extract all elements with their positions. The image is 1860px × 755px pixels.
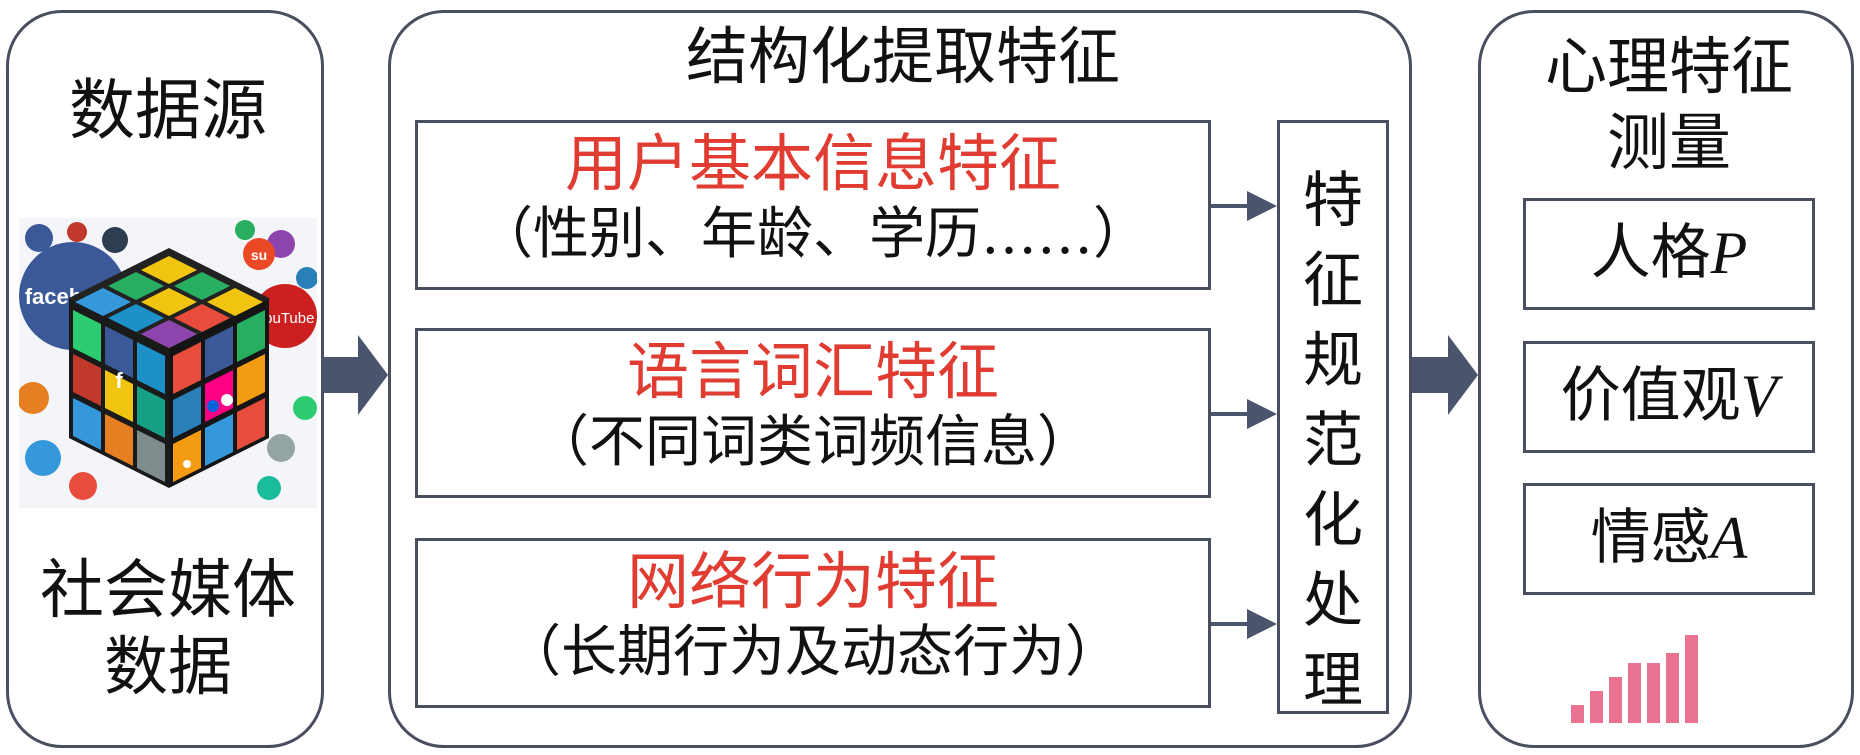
social-media-data-label-line2: 数据	[104, 630, 232, 705]
social-media-data-label-line1: 社会媒体	[40, 554, 296, 628]
arrow-right-icon	[1211, 191, 1277, 221]
feature-desc: （性别、年龄、学历……）	[477, 202, 1149, 268]
social-media-cube-image: facebook YouTube su	[19, 218, 317, 508]
arrow-right-icon	[1211, 399, 1277, 429]
flow-arrow-icon	[1412, 335, 1478, 415]
feature-normalization-label: 特 征 规 范 化 处 理	[1280, 161, 1386, 721]
normalize-char: 处	[1303, 566, 1363, 636]
flickr-logo-icon	[207, 394, 233, 412]
feature-box-behavior: 网络行为特征 （长期行为及动态行为）	[415, 538, 1211, 708]
psych-measurement-panel: 心理特征 测量 人格P 价值观V 情感A	[1478, 10, 1854, 748]
data-source-panel: 数据源 facebook YouTube	[6, 10, 324, 748]
measure-label: 价值观	[1560, 361, 1741, 431]
normalize-char: 规	[1303, 326, 1363, 396]
measure-label: 人格	[1590, 218, 1711, 288]
social-media-collage: facebook YouTube su	[19, 218, 317, 508]
feature-extraction-title: 结构化提取特征	[685, 20, 1120, 93]
svg-text:YouTube: YouTube	[256, 310, 315, 327]
signal-strength-bars-icon	[1571, 635, 1698, 723]
feature-name: 语言词汇特征	[626, 335, 999, 408]
stumbleupon-logo-icon: su	[243, 238, 275, 270]
feature-name: 网络行为特征	[626, 545, 999, 618]
normalize-char: 化	[1303, 486, 1363, 556]
feature-desc: （不同词类词频信息）	[533, 410, 1093, 476]
facebook-f-icon: f	[115, 368, 123, 393]
feature-desc: （长期行为及动态行为）	[505, 620, 1121, 686]
measure-variable: P	[1710, 220, 1748, 286]
feature-name: 用户基本信息特征	[564, 127, 1061, 200]
measure-variable: V	[1740, 363, 1778, 429]
psych-title-line2: 测量	[1606, 105, 1731, 179]
measure-emotion: 情感A	[1523, 483, 1815, 595]
svg-text:su: su	[251, 247, 267, 263]
psych-measurement-title: 心理特征 测量	[1481, 29, 1857, 180]
feature-extraction-panel: 结构化提取特征 用户基本信息特征 （性别、年龄、学历……） 语言词汇特征 （不同…	[388, 10, 1412, 748]
rss-icon	[183, 460, 191, 468]
normalize-char: 理	[1303, 646, 1363, 716]
measure-label: 情感	[1590, 503, 1711, 573]
measure-values: 价值观V	[1523, 341, 1815, 453]
feature-normalization-box: 特 征 规 范 化 处 理	[1277, 120, 1389, 716]
normalize-char: 征	[1303, 246, 1363, 316]
measure-variable: A	[1710, 505, 1748, 571]
psych-title-line1: 心理特征	[1544, 30, 1793, 103]
flow-arrow-icon	[322, 335, 388, 415]
feature-box-user-info: 用户基本信息特征 （性别、年龄、学历……）	[415, 120, 1211, 290]
normalize-char: 特	[1303, 166, 1363, 236]
normalize-char: 范	[1303, 406, 1363, 476]
arrow-right-icon	[1211, 609, 1277, 639]
social-media-data-label: 社会媒体 数据	[9, 553, 327, 707]
social-media-cube-icon: f	[69, 248, 269, 488]
data-source-title: 数据源	[69, 72, 267, 149]
measure-personality: 人格P	[1523, 198, 1815, 310]
feature-box-lexical: 语言词汇特征 （不同词类词频信息）	[415, 328, 1211, 498]
